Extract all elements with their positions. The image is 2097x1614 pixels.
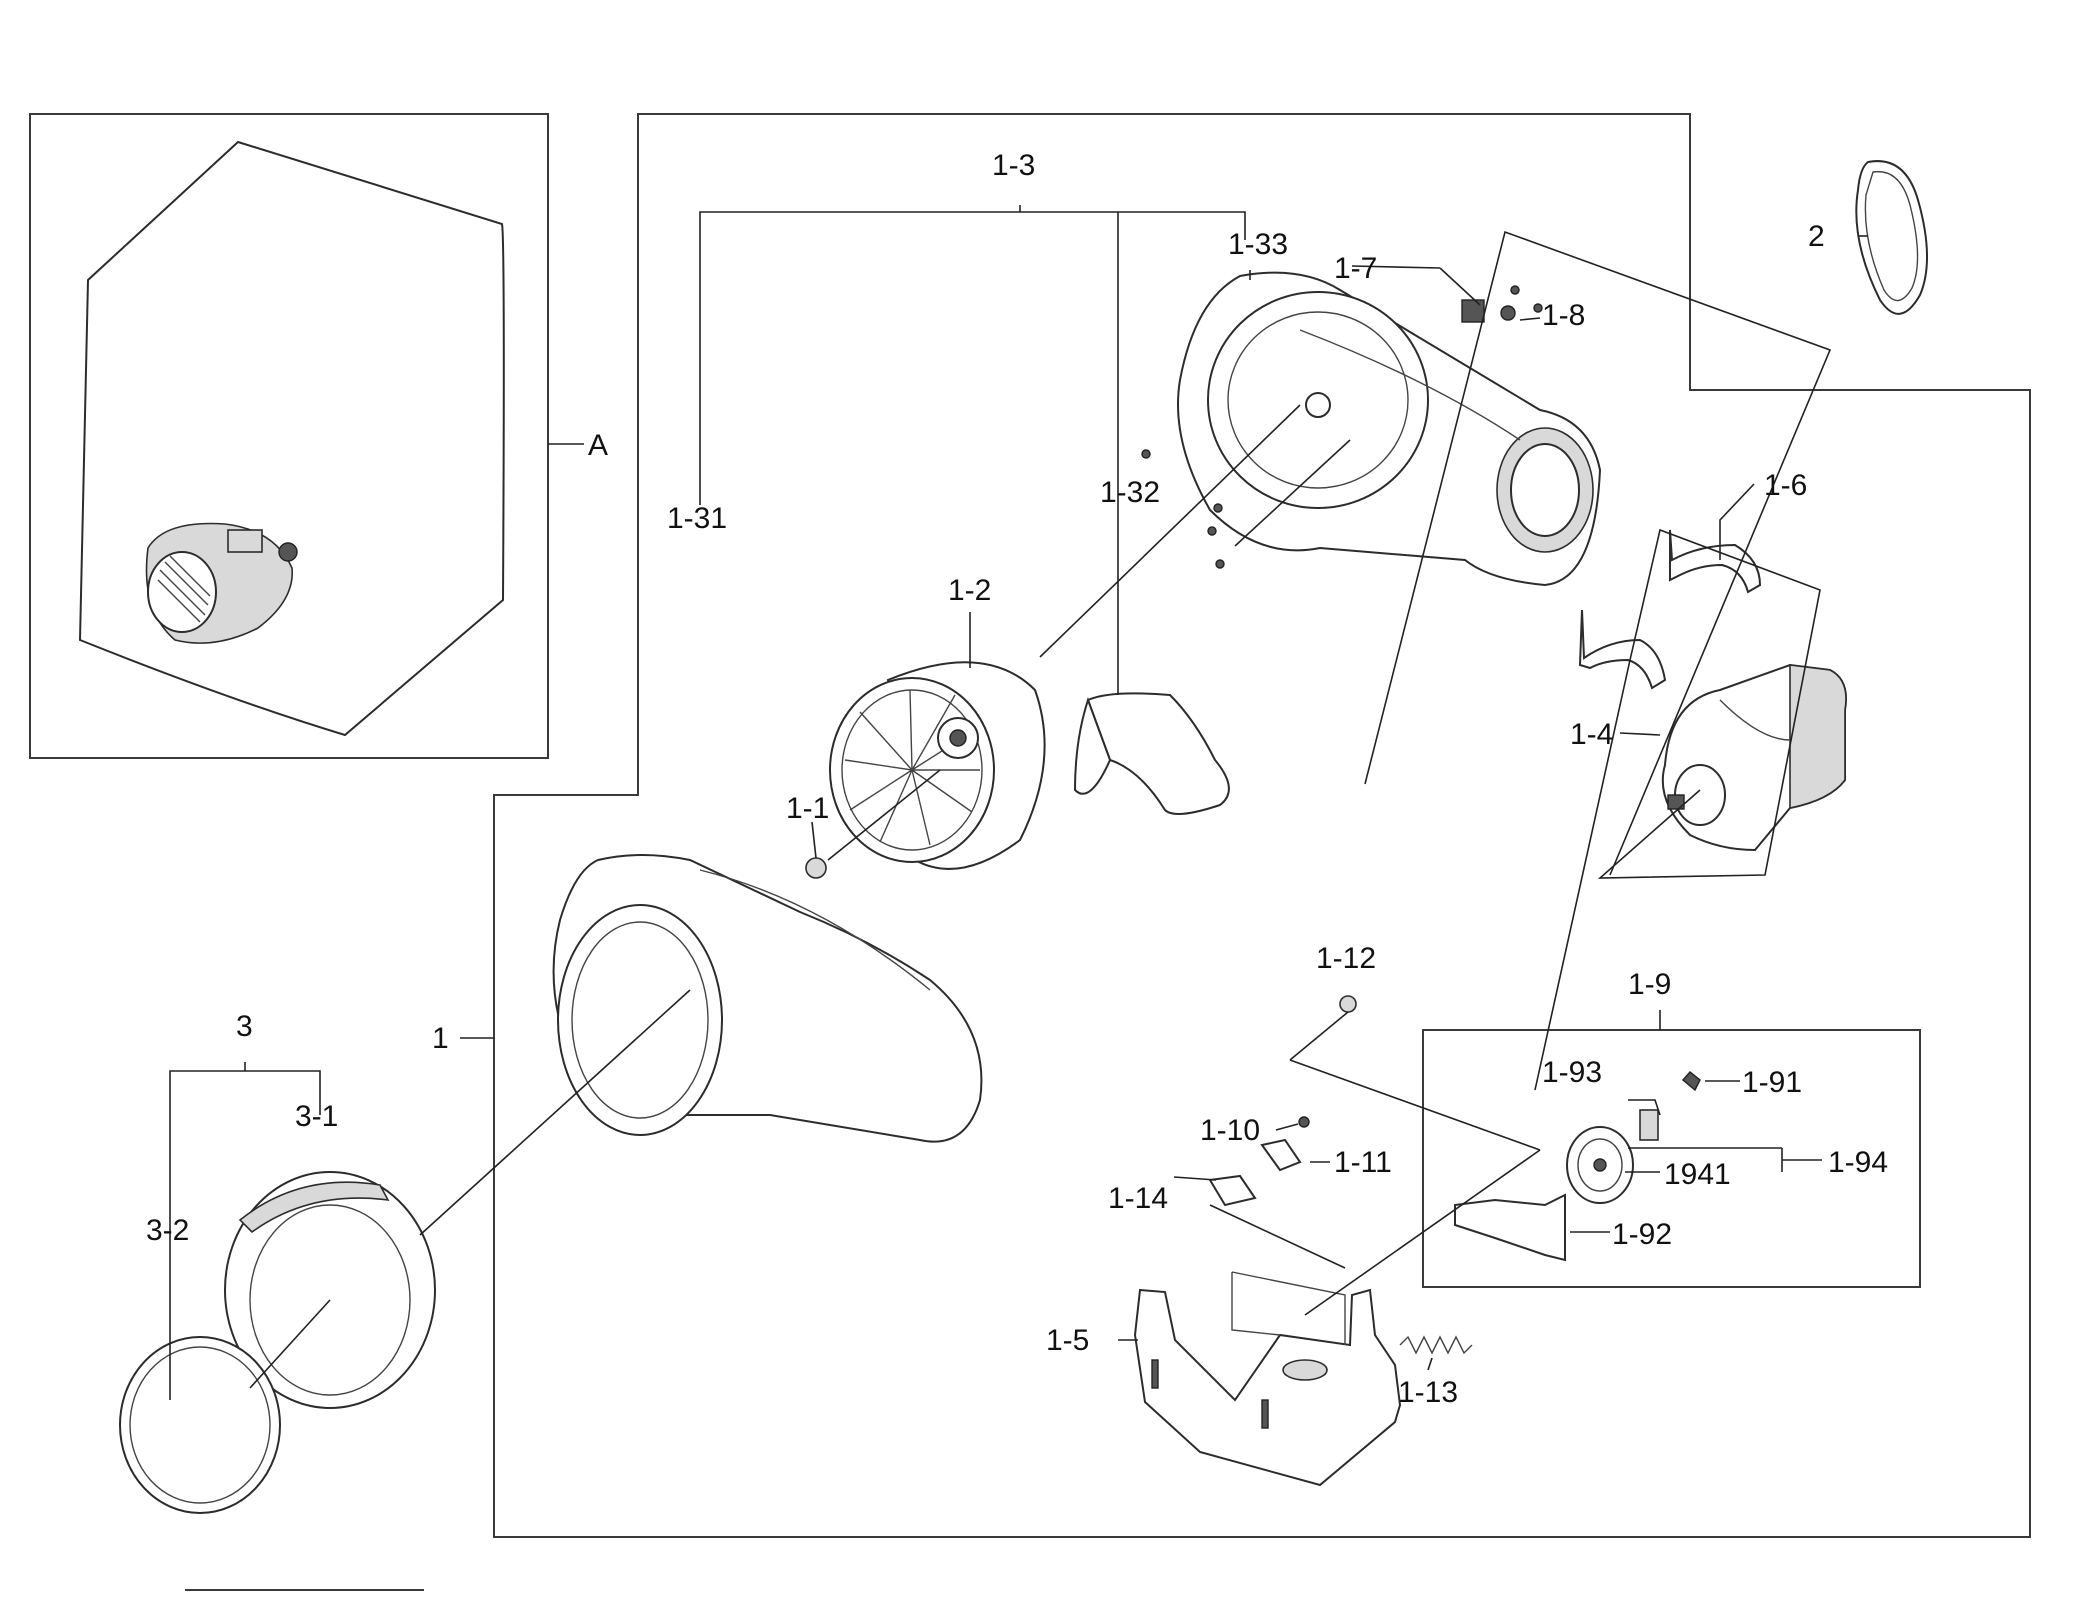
label-1-11: 1-11: [1334, 1146, 1392, 1179]
nut-part-1-1: [805, 857, 827, 879]
label-1-1: 1-1: [786, 792, 829, 825]
label-1-2: 1-2: [948, 574, 991, 607]
label-3-2: 3-2: [146, 1214, 189, 1247]
label-1-93: 1-93: [1542, 1056, 1602, 1089]
label-2: 2: [1808, 220, 1825, 253]
idler-assembly-1-9: [1454, 1071, 1701, 1262]
label-1-94: 1-94: [1828, 1146, 1888, 1179]
screws-cover: [1141, 285, 1543, 569]
label-1-33: 1-33: [1228, 228, 1288, 261]
label-1-32: 1-32: [1100, 476, 1160, 509]
label-1-31: 1-31: [667, 502, 727, 535]
label-1-12: 1-12: [1316, 942, 1376, 975]
part-labels: A 1 1-1 1-2 1-3 1-31 1-32 1-33 1-4 1-5 1…: [146, 149, 1888, 1409]
label-3: 3: [236, 1010, 253, 1043]
label-1-9: 1-9: [1628, 968, 1671, 1001]
inset-frame-a: [29, 113, 549, 759]
clips-part-1-6: [1578, 529, 1762, 690]
label-1-10: 1-10: [1200, 1114, 1260, 1147]
duct-part-1-32: [1073, 692, 1230, 815]
blower-wheel-part-1-2: [829, 661, 1046, 870]
bracket-part-1-5: [1133, 1271, 1402, 1487]
screw-part-1-12: [1289, 995, 1541, 1151]
label-1: 1: [432, 1022, 449, 1055]
spring-part-1-13: [1399, 1335, 1473, 1355]
ring-part-3-1: [224, 1171, 436, 1409]
label-1-3: 1-3: [992, 149, 1035, 182]
label-3-1: 3-1: [295, 1100, 338, 1133]
belt-part-2: [1855, 160, 1928, 315]
blower-cover-part-1-33: [1177, 271, 1602, 587]
label-1-91: 1-91: [1742, 1066, 1802, 1099]
sub-frame-1-9: [1422, 1029, 1921, 1288]
blower-housing-part-1-31: [552, 854, 983, 1143]
assembly-frame-1: [493, 113, 2031, 1538]
label-1-14: 1-14: [1108, 1182, 1168, 1215]
label-1-5: 1-5: [1046, 1324, 1089, 1357]
label-1-7: 1-7: [1334, 252, 1377, 285]
label-1-92: 1-92: [1612, 1218, 1672, 1251]
label-1-8: 1-8: [1542, 299, 1585, 332]
label-1-13: 1-13: [1398, 1376, 1458, 1409]
small-parts-1-10-1-11-1-14: [1208, 1116, 1346, 1269]
label-1941: 1941: [1664, 1158, 1731, 1191]
leader-lines: [169, 205, 1868, 1400]
inset-dryer-cabinet: [78, 140, 505, 737]
label-a: A: [588, 429, 608, 462]
seal-part-3-2: [119, 1336, 281, 1514]
label-1-4: 1-4: [1570, 718, 1613, 751]
label-1-6: 1-6: [1764, 469, 1807, 502]
motor-part-1-4: [1661, 663, 1847, 852]
